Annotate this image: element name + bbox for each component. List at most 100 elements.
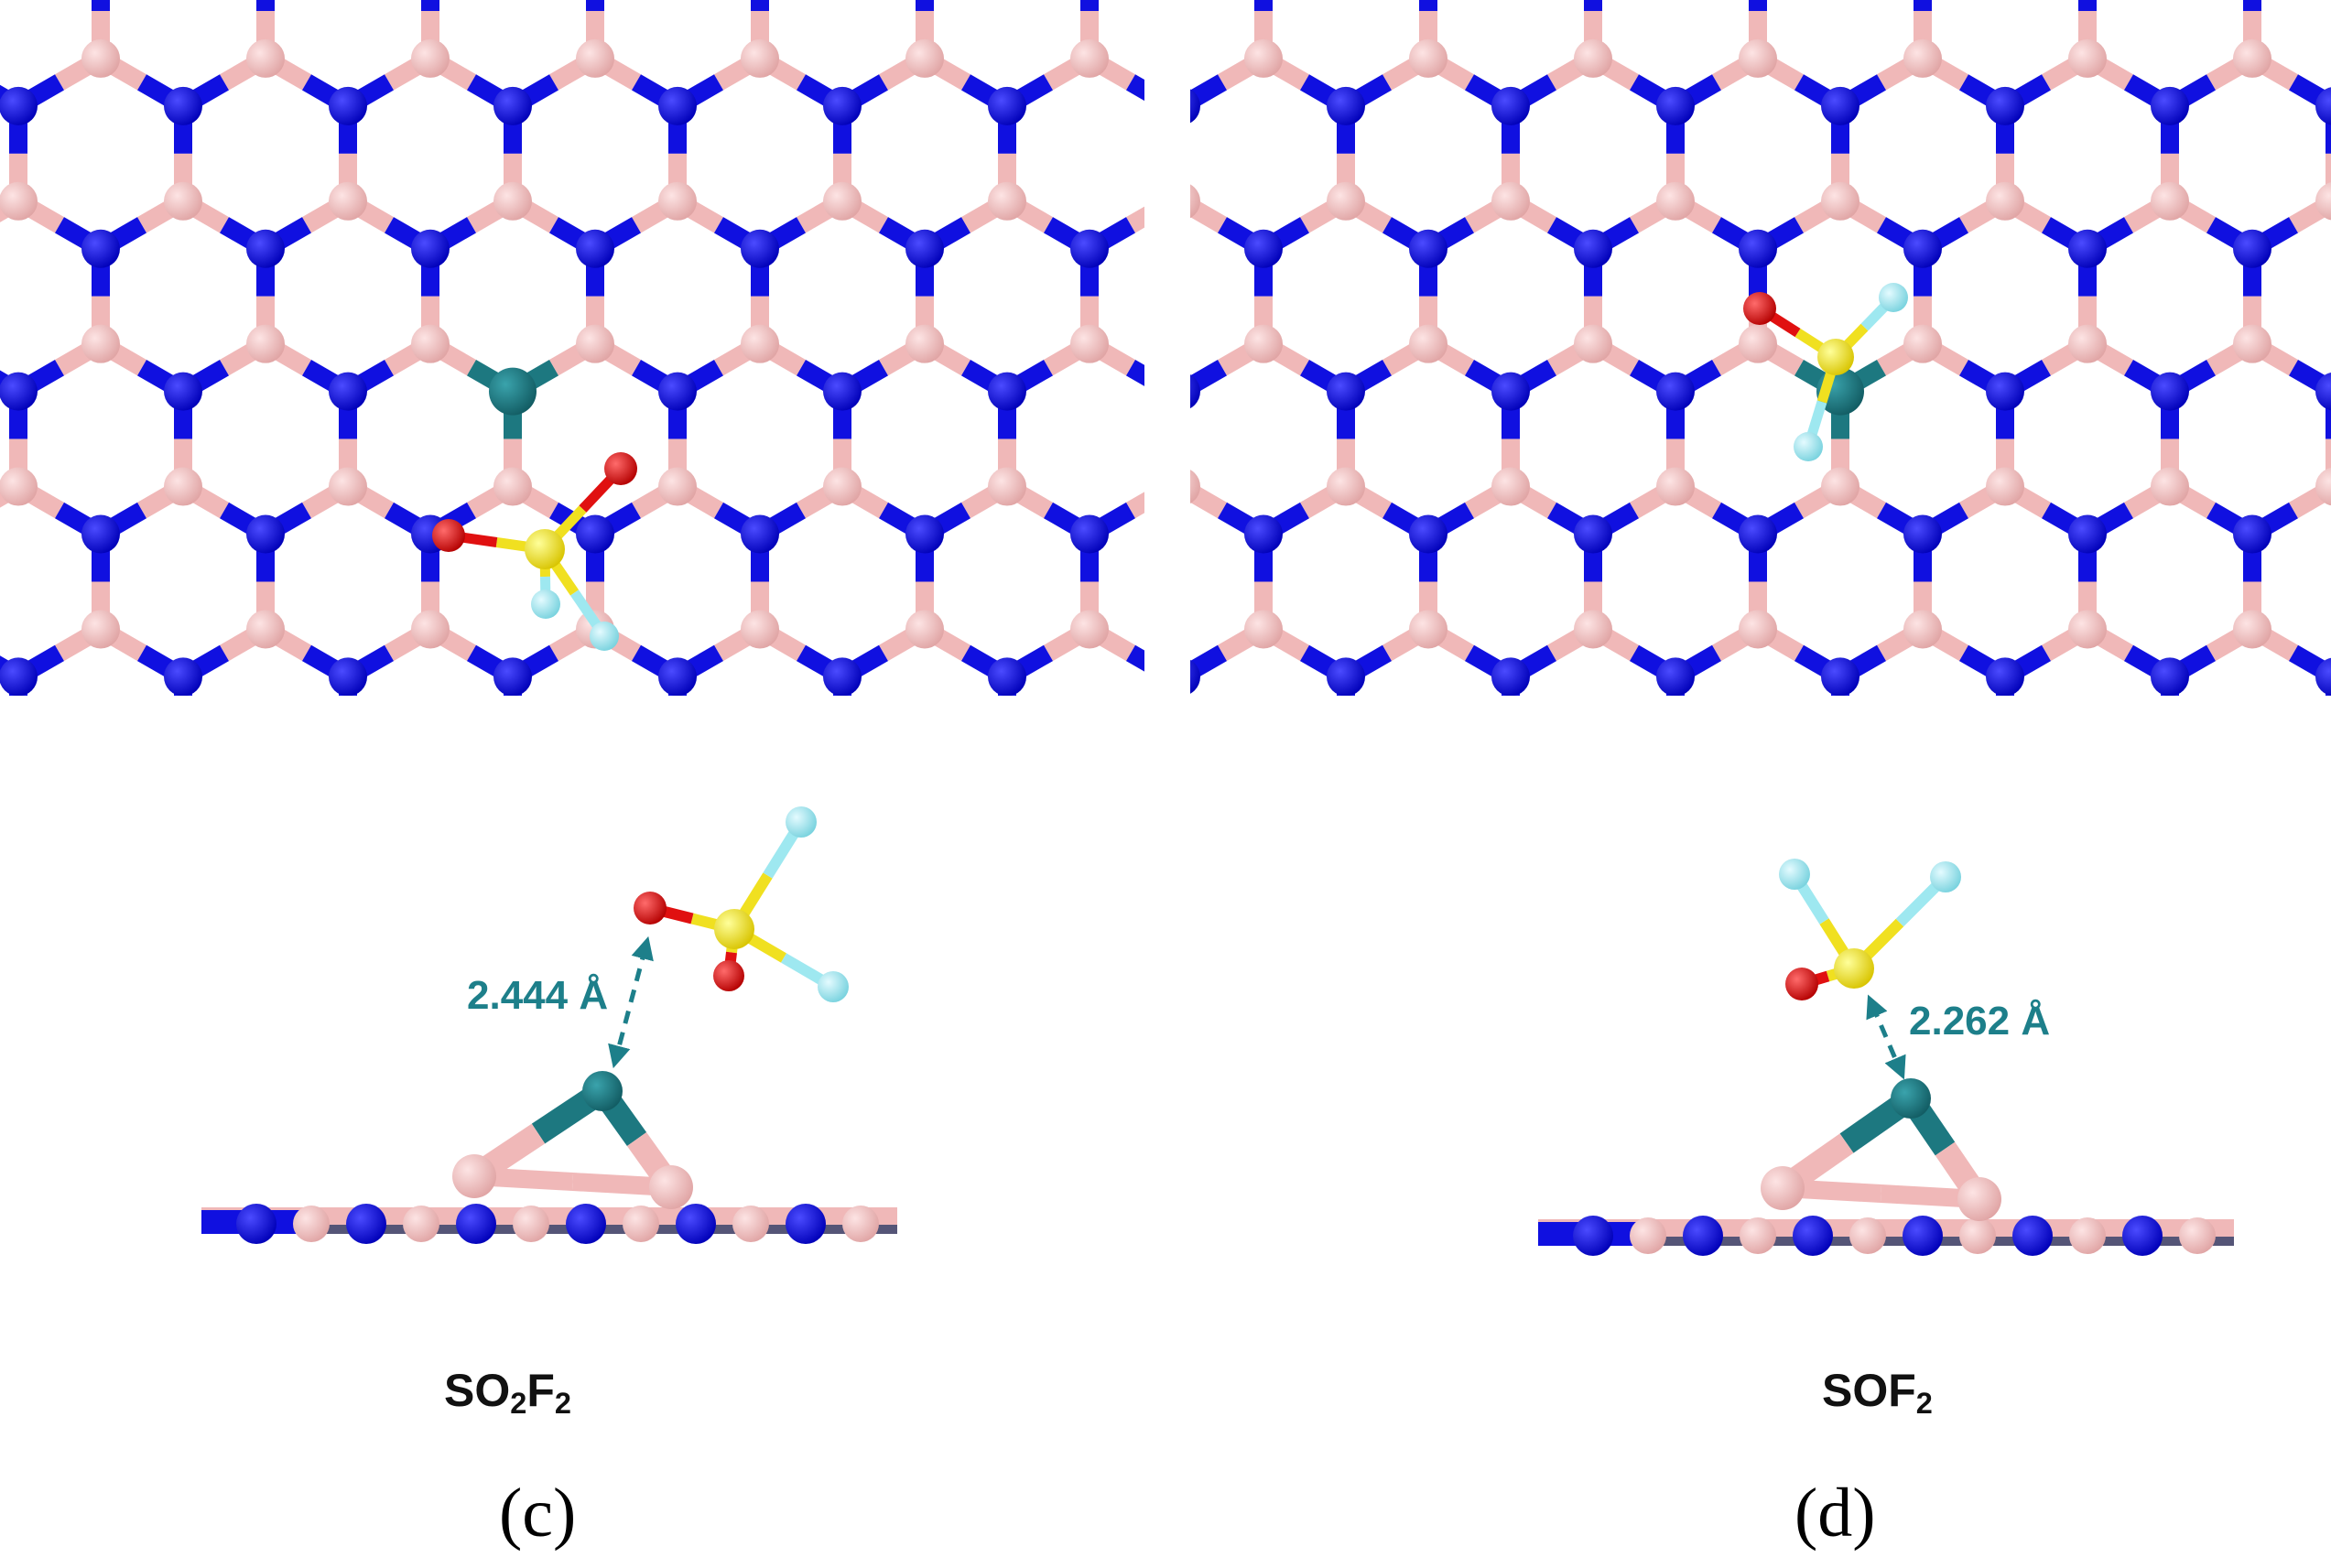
bond [1593,795,1634,819]
atom-n [1656,657,1695,696]
atom-n [2233,514,2271,554]
bn-lattice-top-view-c [0,0,1708,934]
atom-n [1400,800,1438,838]
atom-b [81,324,120,363]
bond [1296,772,1337,795]
atom-b [403,1206,439,1242]
atom-n [1190,89,1200,124]
atom-n [2151,372,2189,411]
atom-n [1491,372,1530,411]
atom-b [1162,752,1200,791]
lattice-bonds [1140,0,2331,819]
atom-n [329,372,367,411]
bond [430,795,472,819]
atom-n [1153,87,1191,125]
atom-n [411,229,450,268]
lattice-atoms [1162,38,2331,934]
atom-f [786,806,817,838]
atom-n [1070,229,1109,268]
atom-n [741,229,779,268]
atom-n [1739,800,1777,838]
atom-n [1409,229,1447,268]
atom-b [658,181,697,221]
atom-b [2233,324,2271,363]
atom-n [493,86,532,125]
atom-o [1785,968,1818,1000]
atom-o [432,519,465,552]
distance-label-d: 2.262 Å [1909,999,2050,1044]
atom-n [329,86,367,125]
atom-n [2315,373,2331,411]
atom-n [786,1204,826,1244]
bond [183,772,224,795]
atom-n [1409,800,1447,838]
atom-b [576,895,614,934]
atom-b [493,181,532,221]
atom-b [1739,324,1777,363]
bond [1172,772,1213,795]
atom-s [714,909,754,949]
bond [1126,74,1144,102]
atom-n [823,372,862,411]
atom-n [1574,229,1612,268]
bn-lattice-top-view-d [1140,0,2331,934]
atom-b [164,467,202,506]
atom-b [988,752,1026,791]
atom-s [525,529,565,569]
atom-m [489,367,537,416]
bond [1090,795,1131,819]
atom-b [1647,752,1686,791]
bond [2129,772,2170,795]
bond [1666,772,1708,795]
atom-b [81,38,120,78]
atom-n [1683,1216,1723,1256]
atom-b [1190,184,1200,219]
atom-n [1244,800,1283,838]
atom-n [236,1204,276,1244]
bond [2293,772,2331,795]
atom-b [823,467,862,506]
atom-b [905,324,944,363]
atom-b [1739,895,1777,934]
atom-n [905,800,944,838]
atom-f [1879,283,1908,312]
atom-n [1327,372,1365,411]
atom-n [823,86,862,125]
bond [1126,644,1144,672]
atom-b [1740,1217,1776,1254]
bond [142,772,183,795]
atom-o [634,892,667,925]
atom-b [1409,324,1447,363]
atom-b [1070,38,1109,78]
atom-b [2233,895,2271,934]
bond [1190,481,1227,519]
atom-n [81,514,120,554]
atom-n [658,86,697,125]
atom-n [246,800,285,838]
bond [719,795,760,819]
atom-b [905,610,944,649]
bond [389,795,430,819]
atom-n [1491,86,1530,125]
atom-b [329,181,367,221]
atom-n [1656,372,1695,411]
so2f2-top-view [432,452,637,651]
bond [1213,795,1254,819]
atom-b [658,752,697,791]
bond [1131,772,1172,795]
atom-b [246,324,285,363]
atom-b [2068,324,2107,363]
bond [1140,82,1181,106]
atom-b [1244,324,1283,363]
atom-n [905,514,944,554]
atom-b [2069,1217,2106,1254]
atom-n [2068,514,2107,554]
atom-n [576,514,614,554]
bond [1140,487,1181,511]
atom-n [164,372,202,411]
atom-n [1656,86,1695,125]
molecule-atoms [1743,283,1908,461]
atom-n [0,86,38,125]
atom-b [1986,181,2024,221]
atom-b [1153,752,1191,791]
